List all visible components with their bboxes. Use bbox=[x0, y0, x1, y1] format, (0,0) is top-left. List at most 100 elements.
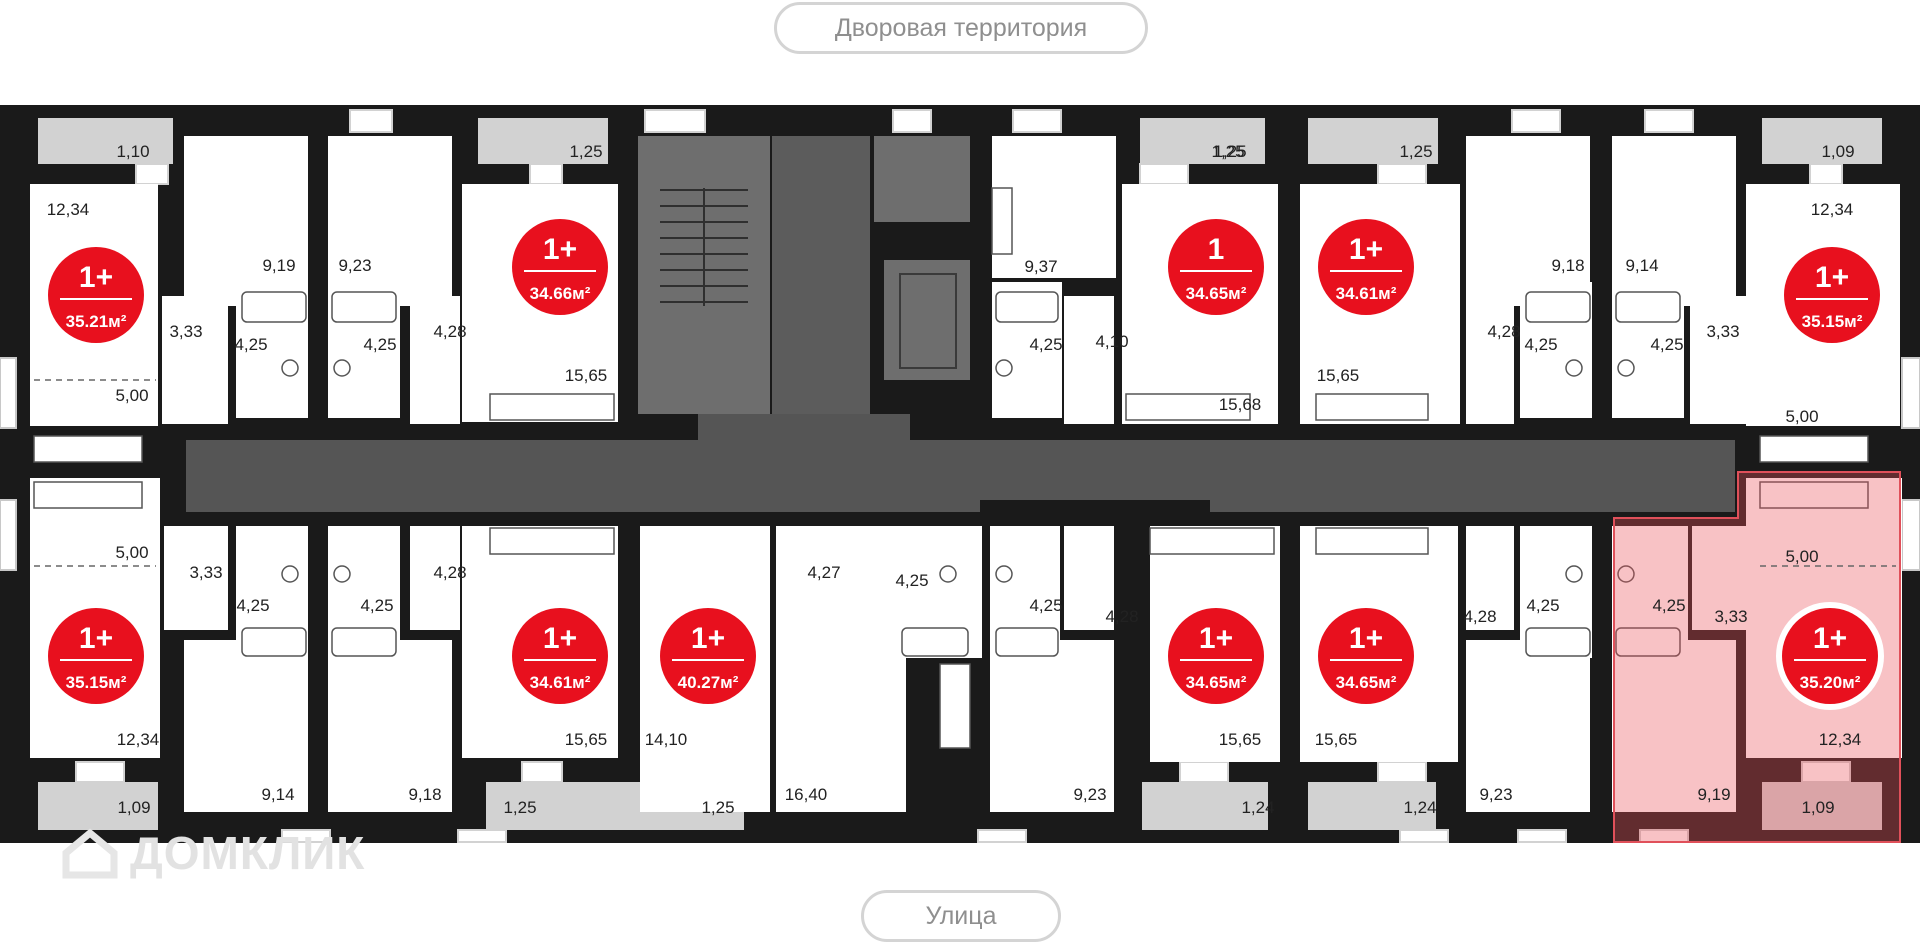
room-area-label: 15,65 bbox=[565, 366, 608, 385]
badge-area: 35.21м² bbox=[66, 312, 127, 331]
badge-circle bbox=[1168, 608, 1264, 704]
badge-area: 34.65м² bbox=[1186, 284, 1247, 303]
room-area-label: 9,37 bbox=[1024, 257, 1057, 276]
apartment-badge-a4[interactable]: 1+34.61м² bbox=[1312, 213, 1420, 321]
room-area-label: 3,33 bbox=[169, 322, 202, 341]
room-area-label: 4,27 bbox=[807, 563, 840, 582]
badge-area: 34.65м² bbox=[1186, 673, 1247, 692]
room-area-label: 4,25 bbox=[236, 596, 269, 615]
apartment-badge-a11[interactable]: 1+ 35.20м² bbox=[1776, 602, 1884, 710]
badge-circle bbox=[1784, 247, 1880, 343]
room-area-label: 4,25 bbox=[1029, 335, 1062, 354]
apartment-badge-a9[interactable]: 1+ 34.65м² bbox=[1162, 602, 1270, 710]
room-area-label: 1,25 bbox=[569, 142, 602, 161]
room-area-label: 1,10 bbox=[116, 142, 149, 161]
badge-circle bbox=[1318, 219, 1414, 315]
badge-rooms: 1 bbox=[1208, 233, 1225, 266]
room-area-label: 9,23 bbox=[338, 256, 371, 275]
fixtures bbox=[241, 291, 1681, 657]
apartment-badge-a10[interactable]: 1+34.65м² bbox=[1312, 602, 1420, 710]
room-area-label: 15,65 bbox=[1219, 730, 1262, 749]
badge-circle bbox=[1168, 219, 1264, 315]
room-area-label: 4,25 bbox=[1524, 335, 1557, 354]
badge-area: 40.27м² bbox=[678, 673, 739, 692]
room-area-label: 3,33 bbox=[1706, 322, 1739, 341]
apartment-badge-a6[interactable]: 1+35.15м² bbox=[42, 602, 150, 710]
room-area-label: 15,65 bbox=[565, 730, 608, 749]
badge-circle bbox=[660, 608, 756, 704]
room-area-label: 1,25 bbox=[1213, 142, 1246, 161]
badge-rooms: 1+ bbox=[1815, 261, 1849, 294]
room-area-label: 4,25 bbox=[1650, 335, 1683, 354]
room-area-label: 12,34 bbox=[117, 730, 160, 749]
room-area-label: 9,19 bbox=[262, 256, 295, 275]
room-area-label: 9,23 bbox=[1479, 785, 1512, 804]
room-area-label: 5,00 bbox=[1785, 407, 1818, 426]
room-area-label: 5,00 bbox=[1785, 547, 1818, 566]
apartment-badge-a3[interactable]: 1 34.65м² bbox=[1162, 213, 1270, 321]
room-area-label: 3,33 bbox=[189, 563, 222, 582]
apartment-badge-a7[interactable]: 1+ 34.61м² bbox=[506, 602, 614, 710]
selected-apartment-overlay[interactable] bbox=[1613, 471, 1901, 843]
room-area-label: 4,25 bbox=[234, 335, 267, 354]
room-area-label: 4,28 bbox=[1463, 607, 1496, 626]
room-area-label: 4,28 bbox=[433, 322, 466, 341]
room-area-label: 4,28 bbox=[1105, 607, 1138, 626]
corridor bbox=[186, 414, 1735, 512]
apartment-badge-a2[interactable]: 1+ 34.66м² bbox=[506, 213, 614, 321]
room-area-label: 4,25 bbox=[1029, 596, 1062, 615]
badge-circle bbox=[512, 608, 608, 704]
badge-area: 34.65м² bbox=[1336, 673, 1397, 692]
stair-core bbox=[638, 136, 970, 414]
room-area-label: 9,19 bbox=[1697, 785, 1730, 804]
badge-rooms: 1+ bbox=[1349, 233, 1383, 266]
room-area-label: 4,10 bbox=[1095, 332, 1128, 351]
room-area-label: 1,09 bbox=[1801, 798, 1834, 817]
room-area-label: 9,14 bbox=[261, 785, 294, 804]
house-logo-icon bbox=[62, 828, 118, 879]
room-area-label: 5,00 bbox=[115, 543, 148, 562]
room-area-label: 12,34 bbox=[47, 200, 90, 219]
badge-rooms: 1+ bbox=[1813, 622, 1847, 655]
badge-area: 35.20м² bbox=[1800, 673, 1861, 692]
badge-area: 35.15м² bbox=[66, 673, 127, 692]
room-area-label: 1,25 bbox=[1399, 142, 1432, 161]
side-windows bbox=[0, 357, 1920, 571]
room-area-label: 1,09 bbox=[117, 798, 150, 817]
badge-area: 34.61м² bbox=[530, 673, 591, 692]
room-area-label: 1,09 bbox=[1821, 142, 1854, 161]
room-area-label: 4,25 bbox=[360, 596, 393, 615]
badge-rooms: 1+ bbox=[1199, 622, 1233, 655]
room-area-label: 4,28 bbox=[433, 563, 466, 582]
room-area-label: 9,18 bbox=[408, 785, 441, 804]
badge-rooms: 1+ bbox=[691, 622, 725, 655]
room-area-label: 4,25 bbox=[895, 571, 928, 590]
apartment-badge-a1[interactable]: 1+ 35.21м² bbox=[42, 241, 150, 349]
badge-circle bbox=[1782, 608, 1878, 704]
room-area-label: 9,14 bbox=[1625, 256, 1658, 275]
zone-dividers bbox=[34, 379, 1896, 567]
room-area-label: 4,25 bbox=[363, 335, 396, 354]
room-area-label: 15,65 bbox=[1315, 730, 1358, 749]
room-area-labels: 1,10 12,34 9,19 9,23 1,25 1,25 9,37 1,25 1,25 9,1… bbox=[47, 142, 1862, 817]
badge-circle bbox=[48, 608, 144, 704]
apartment-badge-a5[interactable]: 1+35.15м² bbox=[1778, 241, 1886, 349]
watermark: ДОМКЛИК bbox=[60, 826, 365, 880]
room-area-label: 1,25 bbox=[503, 798, 536, 817]
badge-rooms: 1+ bbox=[79, 261, 113, 294]
room-area-label: 9,23 bbox=[1073, 785, 1106, 804]
room-area-label: 16,40 bbox=[785, 785, 828, 804]
badge-rooms: 1+ bbox=[543, 622, 577, 655]
room-area-label: 1,24 bbox=[1403, 798, 1436, 817]
room-area-label: 1,25 bbox=[701, 798, 734, 817]
room-area-label: 3,33 bbox=[1714, 607, 1747, 626]
apartment-badge-a8[interactable]: 1+ 40.27м² bbox=[654, 602, 762, 710]
badge-rooms: 1+ bbox=[543, 233, 577, 266]
street-label: Улица bbox=[861, 890, 1061, 942]
room-area-label: 15,65 bbox=[1317, 366, 1360, 385]
room-area-label: 9,18 bbox=[1551, 256, 1584, 275]
badge-area: 34.66м² bbox=[530, 284, 591, 303]
room-area-label: 5,00 bbox=[115, 386, 148, 405]
room-area-label: 4,28 bbox=[1487, 322, 1520, 341]
